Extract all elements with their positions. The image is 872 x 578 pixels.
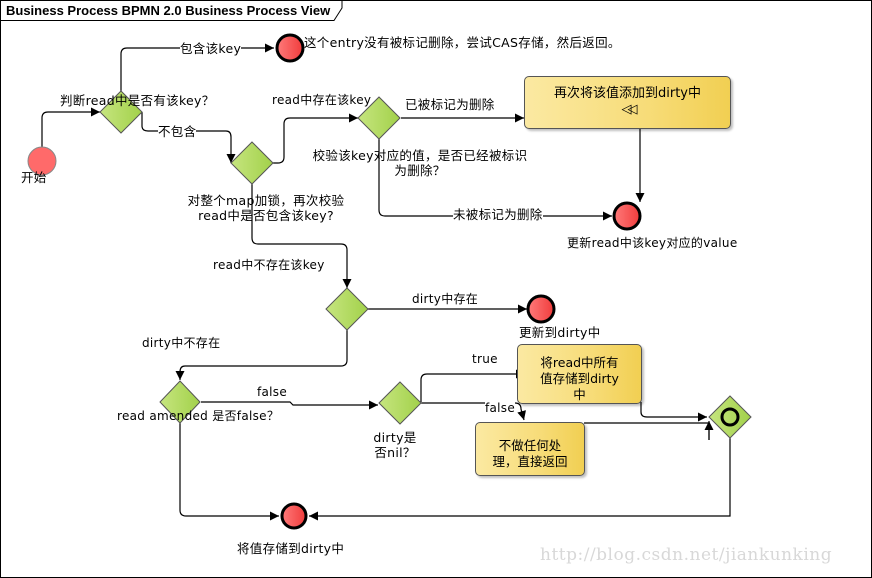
task-re-add-to-dirty[interactable]: 再次将该值添加到dirty中 ◁◁ — [524, 76, 731, 129]
flow-label-marked-deleted: 已被标记为删除 — [405, 97, 495, 112]
gateway-dirty-nil[interactable] — [378, 381, 422, 425]
title-tab — [0, 0, 343, 21]
gateway-lock-recheck-line1: 对整个map加锁，再次校验 — [187, 193, 345, 208]
gateway-read-has-key-label: 判断read中是否有该key？ — [60, 93, 215, 108]
flow-g5-to-store — [179, 423, 279, 521]
flow-dirty-nil-true — [420, 369, 525, 402]
flow-read-has-key — [273, 113, 358, 164]
gateway-dirty-has[interactable] — [325, 287, 369, 331]
gateway-merge[interactable] — [708, 395, 752, 439]
flow-merge-to-store — [309, 438, 731, 521]
gateway-lock-recheck[interactable] — [230, 141, 274, 185]
end-update-dirty-label: 更新到dirty中 — [519, 325, 601, 340]
task-noop-line1: 不做任何处 — [498, 438, 562, 453]
gateway-lock-recheck-line2: read中是否包含该key? — [198, 208, 334, 223]
flow-contains-key — [120, 43, 274, 91]
watermark-url: http://blog.csdn.net/jiankunking — [540, 545, 833, 565]
gateway-marked-deleted[interactable] — [357, 96, 401, 140]
gateway-marked-deleted-line2: 为删除？ — [394, 163, 446, 178]
flow-label-read-has-key: read中存在该key — [272, 93, 372, 107]
flow-label-dirty-has: dirty中存在 — [412, 292, 479, 306]
end-cas-label: 这个entry没有被标记删除，尝试CAS存储，然后返回。 — [304, 35, 621, 50]
gateway-dirty-nil-line1: dirty是 — [373, 430, 417, 445]
gateway-marked-deleted-line1: 校验该key对应的值，是否已经被标识 — [312, 148, 528, 163]
start-event[interactable] — [27, 146, 57, 176]
task-copy-read-line3: 中 — [573, 387, 586, 402]
task-copy-read-line1: 将read中所有 — [540, 355, 619, 370]
task-noop-line2: 理，直接返回 — [492, 454, 568, 469]
end-event-update-read[interactable] — [612, 201, 642, 231]
gateway-read-has-key[interactable] — [99, 90, 143, 134]
flow-amended-false — [201, 400, 378, 410]
end-event-cas[interactable] — [275, 33, 305, 63]
flow-label-amended-false: false — [257, 385, 288, 399]
gateway-marked-deleted-label: 校验该key对应的值，是否已经被标识 为删除？ — [290, 148, 550, 178]
flow-label-dirty-nil-true: true — [472, 352, 498, 366]
task-re-add-label: 再次将该值添加到dirty中 — [554, 86, 701, 101]
flow-label-read-no-key: read中不存在该key — [213, 258, 325, 272]
end-store-dirty-label: 将值存储到dirty中 — [237, 541, 345, 556]
flow-label-not-contains: 不包含 — [158, 124, 197, 139]
flow-copy-to-merge — [640, 402, 707, 422]
flow-label-dirty-nil-false: false — [485, 401, 516, 416]
merge-circle-icon — [720, 407, 740, 427]
task-copy-read-to-dirty[interactable]: 将read中所有 值存储到dirty 中 — [517, 344, 642, 404]
task-copy-read-line2: 值存储到dirty — [540, 371, 619, 386]
end-event-store-dirty[interactable] — [280, 502, 308, 530]
task-noop-return[interactable]: 不做任何处 理，直接返回 — [475, 422, 585, 476]
gateway-dirty-nil-line2: 否nil？ — [374, 445, 416, 460]
flow-dirty-not-has — [175, 330, 348, 380]
gateway-amended-false[interactable] — [159, 380, 201, 424]
end-event-update-dirty[interactable] — [526, 294, 556, 324]
flow-read-no-key — [251, 184, 352, 288]
gateway-amended-false-label: read amended 是否false？ — [117, 409, 280, 423]
flow-not-marked-deleted — [378, 139, 612, 221]
gateway-dirty-nil-label: dirty是 否nil？ — [360, 430, 430, 460]
flow-start-to-g1 — [41, 107, 100, 148]
flow-label-not-marked-deleted: 未被标记为删除 — [453, 207, 543, 222]
flow-label-dirty-not-has: dirty中不存在 — [142, 336, 221, 350]
gateway-lock-recheck-label: 对整个map加锁，再次校验 read中是否包含该key? — [156, 193, 376, 223]
diagram-title: Business Process BPMN 2.0 Business Proce… — [6, 3, 331, 18]
flow-label-contains-key: 包含该key — [180, 41, 242, 56]
end-update-read-label: 更新read中该key对应的value — [567, 236, 738, 250]
start-event-label: 开始 — [21, 170, 47, 185]
compensation-icon: ◁◁ — [621, 102, 638, 117]
